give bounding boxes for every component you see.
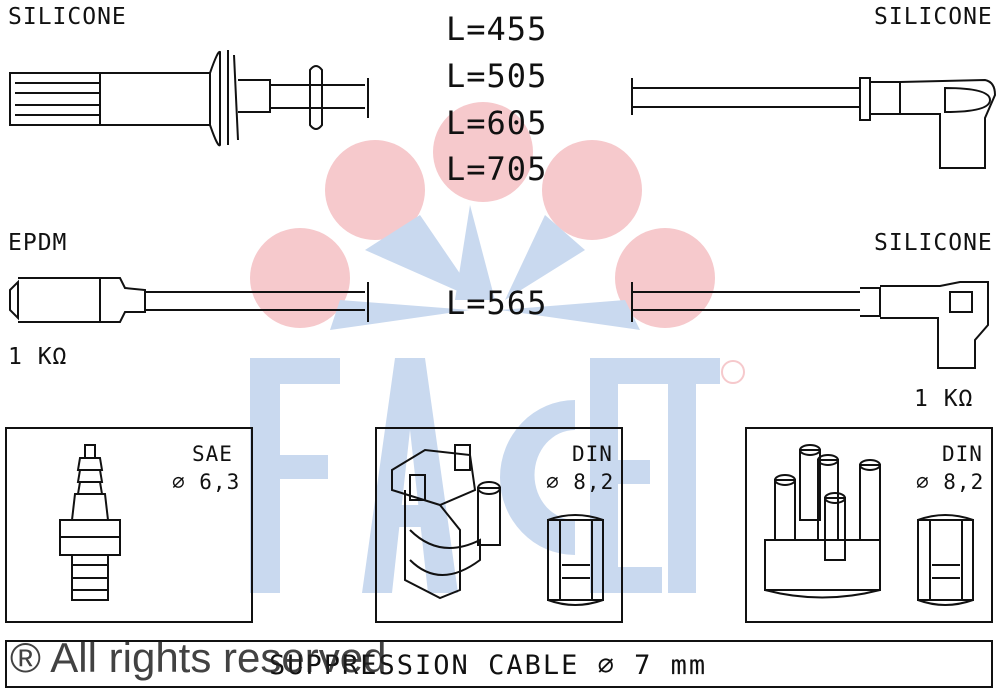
mid-left-connector-drawing (9, 277, 369, 323)
distributor-cap-drawing (764, 444, 881, 599)
copyright-notice: ® All rights reserved (10, 634, 387, 681)
mid-left-resistance: 1 KΩ (8, 344, 68, 370)
spark-plug-drawing (59, 444, 121, 601)
length-label-4: L=705 (446, 150, 548, 188)
top-right-connector-drawing (631, 77, 997, 169)
length-label-3: L=605 (446, 104, 548, 142)
box3-standard: DIN (942, 442, 983, 466)
length-label-1: L=455 (446, 10, 548, 48)
footer-box: SUPPRESSION CABLE ⌀ 7 mm (5, 640, 993, 688)
mid-left-material: EPDM (8, 230, 68, 256)
top-right-material: SILICONE (874, 4, 993, 30)
footer-text: SUPPRESSION CABLE ⌀ 7 mm (269, 650, 708, 681)
length-label-2: L=505 (446, 57, 548, 95)
mid-right-material: SILICONE (874, 230, 993, 256)
top-left-connector-drawing (9, 50, 369, 147)
box1-diameter: ⌀ 6,3 (172, 470, 241, 494)
mid-right-resistance: 1 KΩ (914, 386, 974, 412)
socket-drawing-coil (547, 514, 604, 606)
box-distributor-frame (745, 427, 993, 623)
box1-standard: SAE (192, 442, 233, 466)
box2-diameter: ⌀ 8,2 (546, 470, 615, 494)
mid-right-connector-drawing (631, 281, 989, 369)
box-spark-plug-frame (5, 427, 253, 623)
socket-drawing-distributor (917, 514, 974, 606)
box2-standard: DIN (572, 442, 613, 466)
ignition-coil-drawing (391, 444, 501, 600)
box-coil-frame (375, 427, 623, 623)
top-left-material: SILICONE (8, 4, 127, 30)
box3-diameter: ⌀ 8,2 (916, 470, 985, 494)
length-label-mid: L=565 (446, 284, 548, 322)
